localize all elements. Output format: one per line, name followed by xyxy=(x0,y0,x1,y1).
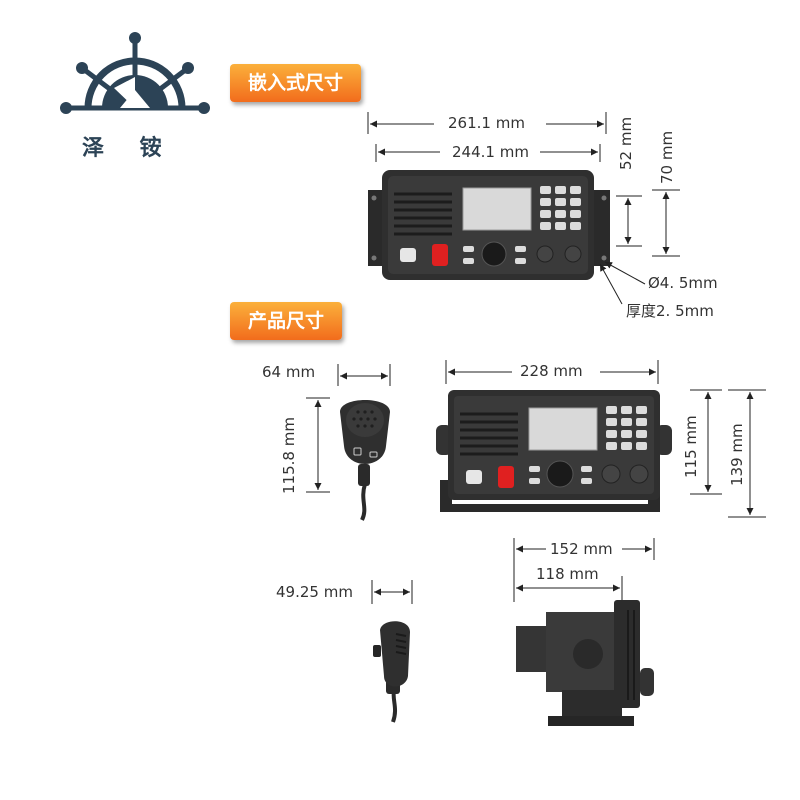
dim-width-261: 261.1 mm xyxy=(448,114,525,132)
dim-height-70: 70 mm xyxy=(658,130,676,184)
front-view-radio-unit xyxy=(436,390,672,512)
dim-width-244: 244.1 mm xyxy=(452,143,529,161)
dim-height-115: 115 mm xyxy=(682,415,700,478)
microphone-side xyxy=(373,621,410,723)
dim-height-139: 139 mm xyxy=(728,423,746,486)
dim-thickness: 厚度2. 5mm xyxy=(626,302,714,320)
side-view-radio-unit xyxy=(516,600,654,726)
dim-width-228: 228 mm xyxy=(520,362,583,380)
dim-height-52: 52 mm xyxy=(617,116,635,170)
ship-wheel-logo-icon xyxy=(60,32,210,114)
dim-hole-diameter: Ø4. 5mm xyxy=(648,274,718,292)
dim-mic-depth: 49.25 mm xyxy=(276,583,353,601)
dim-depth-152: 152 mm xyxy=(550,540,613,558)
dim-mic-width: 64 mm xyxy=(262,363,316,381)
microphone-front xyxy=(340,400,390,521)
embedded-radio-unit xyxy=(368,170,610,280)
dim-mic-height: 115.8 mm xyxy=(280,417,298,494)
section-tag-product: 产品尺寸 xyxy=(230,302,343,340)
brand-name: 泽 铵 xyxy=(82,136,176,161)
dim-depth-118: 118 mm xyxy=(536,565,599,583)
section-tag-embedded: 嵌入式尺寸 xyxy=(230,64,362,102)
